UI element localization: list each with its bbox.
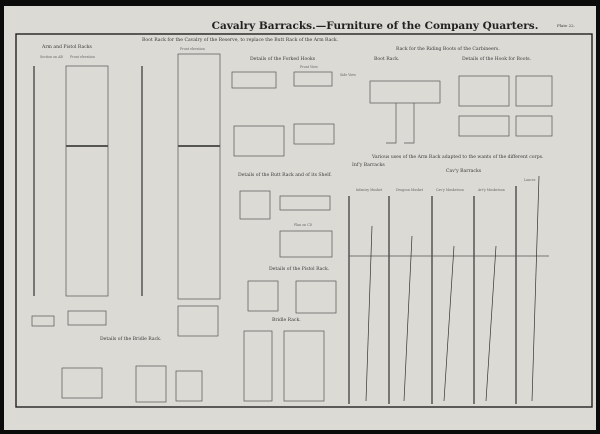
sublabel-front-view: Front View [300, 65, 318, 69]
label-butt-rack: Details of the Butt Rack and of its Shel… [238, 173, 332, 178]
label-arm-pistol-racks: Arm and Pistol Racks [42, 45, 92, 50]
technical-drawing [15, 33, 593, 408]
label-riding-boots: Rack for the Riding Boots of the Carbine… [396, 47, 500, 52]
drawing-plate: Cavalry Barracks.—Furniture of the Compa… [4, 6, 596, 430]
column-label: Infantry Musket [356, 188, 383, 192]
label-various-uses: Various uses of the Arm Rack adapted to … [372, 155, 544, 160]
label-boot-rack-reserve: Boot Rack for the Cavalry of the Reserve… [142, 38, 339, 43]
label-bridle-rack: Bridle Rack. [272, 318, 301, 323]
sublabel-elevation: Front elevation [180, 47, 205, 51]
label-pistol-rack: Details of the Pistol Rack. [269, 267, 330, 272]
label-boot-rack: Boot Rack. [374, 57, 400, 62]
label-infantry-barracks: Inf'y Barracks [352, 163, 385, 168]
arm-rack-elevation [65, 65, 109, 297]
plate-number: Plate 22. [557, 23, 575, 28]
sublabel-side-view: Side View [340, 73, 357, 77]
label-forked-hooks: Details of the Forked Hooks [250, 57, 316, 62]
sublabel-plan: Plan on CD [294, 223, 313, 227]
column-label: Art'y Musketoon [478, 188, 505, 192]
plate-title: Cavalry Barracks.—Furniture of the Compa… [211, 20, 539, 32]
column-label: Dragoon Musket [396, 188, 423, 192]
column-label: Cav'y Musketoon [436, 188, 464, 192]
column-label: Lances [524, 178, 536, 182]
sublabel-section: Section on AB [40, 55, 63, 59]
label-cavalry-barracks: Cav'y Barracks [446, 169, 482, 174]
label-hook-for-boots: Details of the Hook for Boots. [462, 57, 532, 62]
boot-rack-elevation [177, 53, 221, 300]
sublabel-elevation: Front elevation [70, 55, 95, 59]
label-bridle-rack-details: Details of the Bridle Rack. [100, 337, 162, 342]
plate-frame [15, 33, 593, 408]
